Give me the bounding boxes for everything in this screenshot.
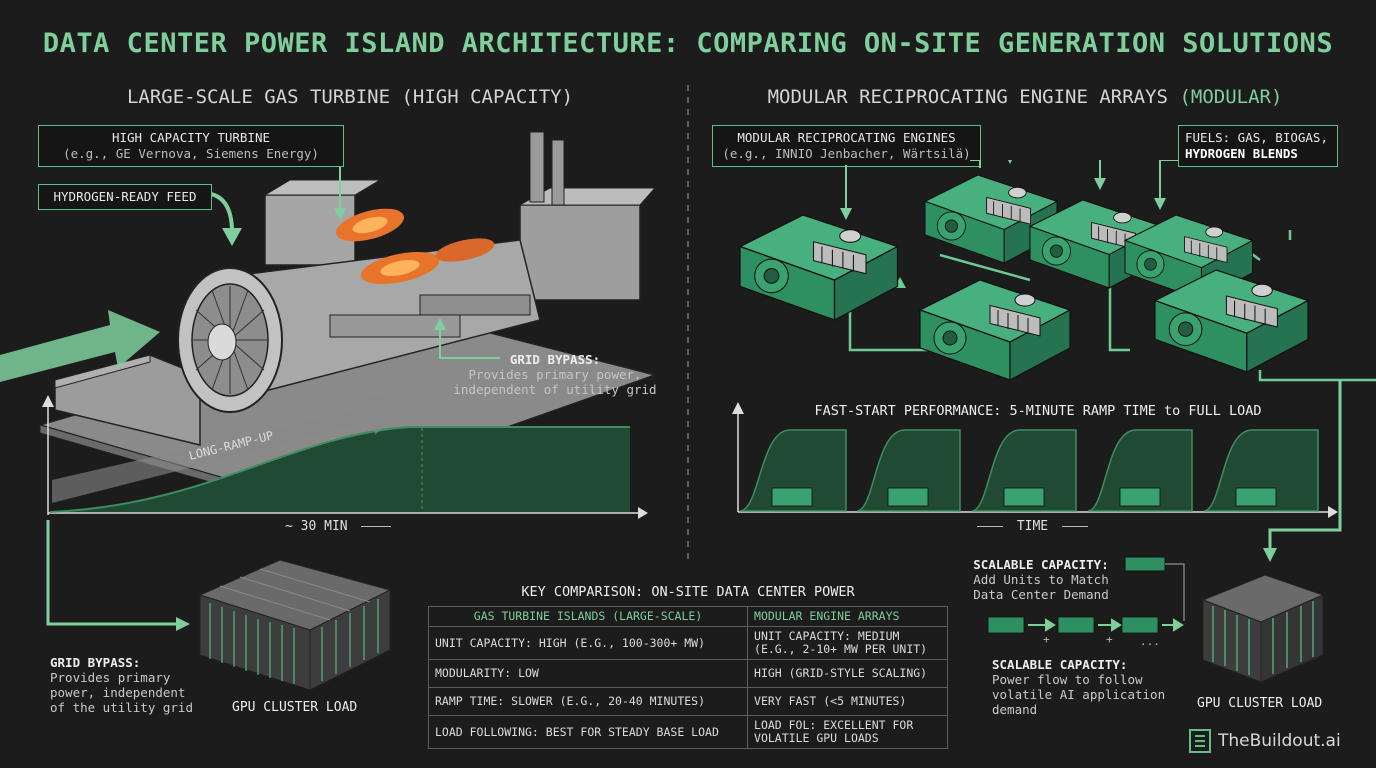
- table-cell: MODULARITY: LOW: [427, 659, 749, 688]
- table-header-modular: MODULAR ENGINE ARRAYS: [747, 606, 948, 627]
- brand-logo-icon: [1189, 729, 1211, 753]
- section-divider: [687, 85, 689, 560]
- table-cell: UNIT CAPACITY: MEDIUM (E.G., 2-10+ MW PE…: [747, 626, 948, 660]
- grid-bypass-bottom-title: GRID BYPASS:: [50, 655, 141, 670]
- engines-box-title: MODULAR RECIPROCATING ENGINES: [737, 130, 956, 145]
- engines-label-box: MODULAR RECIPROCATING ENGINES (e.g., INN…: [712, 125, 981, 167]
- scalable-2-title: SCALABLE CAPACITY:: [992, 657, 1128, 672]
- table-header-row: GAS TURBINE ISLANDS (LARGE-SCALE) MODULA…: [427, 606, 948, 627]
- engine-array-illustration: [739, 160, 1376, 382]
- bypass-to-gpu-arrow: [46, 520, 190, 631]
- table-cell-line: (E.G., 2-10+ MW PER UNIT): [754, 642, 928, 656]
- fuels-box-line2: HYDROGEN BLENDS: [1185, 146, 1298, 161]
- ramp-time-label: ~ 30 MIN: [285, 519, 392, 534]
- scalable-2-line3: demand: [992, 702, 1038, 717]
- table-cell: HIGH (GRID-STYLE SCALING): [747, 659, 948, 688]
- grid-bypass-bottom-line2: power, independent: [50, 685, 186, 700]
- plus-sign-2: +: [1106, 633, 1113, 646]
- scalable-1-title: SCALABLE CAPACITY:: [973, 557, 1109, 572]
- scalable-1-line1: Add Units to Match: [973, 572, 1109, 587]
- plus-sign-1: +: [1043, 633, 1050, 646]
- scalable-1-line2: Data Center Demand: [973, 587, 1109, 602]
- table-cell-line: LOAD FOL: EXCELLENT FOR: [754, 718, 914, 732]
- grid-bypass-title: GRID BYPASS:: [509, 352, 601, 367]
- right-heading-main: MODULAR RECIPROCATING ENGINE ARRAYS: [767, 86, 1168, 108]
- table-cell: UNIT CAPACITY: HIGH (E.G., 100-300+ MW): [427, 626, 749, 660]
- grid-bypass-line2: independent of utility grid: [453, 382, 657, 397]
- time-dash-right: [1061, 526, 1088, 527]
- right-heading-paren: (MODULAR): [1179, 86, 1283, 108]
- brand-name: TheBuildout.ai: [1218, 731, 1341, 751]
- scalable-2-line1: Power flow to follow: [992, 672, 1143, 687]
- fast-start-chart: [732, 402, 1338, 518]
- turbine-box-examples: (e.g., GE Vernova, Siemens Energy): [63, 146, 319, 161]
- table-cell-line: VOLATILE GPU LOADS: [754, 731, 879, 745]
- ramp-time-dash: [361, 526, 392, 527]
- turbine-box-title: HIGH CAPACITY TURBINE: [111, 130, 271, 145]
- grid-bypass-bottom-line1: Provides primary: [50, 670, 171, 685]
- table-row: MODULARITY: LOW HIGH (GRID-STYLE SCALING…: [427, 659, 948, 688]
- table-cell: VERY FAST (<5 MINUTES): [747, 687, 948, 716]
- gpu-cluster-right-icon: [1201, 574, 1325, 683]
- right-section-heading: MODULAR RECIPROCATING ENGINE ARRAYS (MOD…: [700, 86, 1350, 108]
- table-cell: LOAD FOLLOWING: BEST FOR STEADY BASE LOA…: [427, 715, 749, 749]
- table-cell: RAMP TIME: SLOWER (E.G., 20-40 MINUTES): [427, 687, 749, 716]
- fuels-label-box: FUELS: GAS, BIOGAS, HYDROGEN BLENDS: [1178, 125, 1338, 167]
- gpu-cluster-right-label: GPU CLUSTER LOAD: [1197, 696, 1323, 711]
- brand: TheBuildout.ai: [1188, 728, 1341, 754]
- table-cell: LOAD FOL: EXCELLENT FOR VOLATILE GPU LOA…: [747, 715, 948, 749]
- left-section-heading: LARGE-SCALE GAS TURBINE (HIGH CAPACITY): [126, 86, 574, 108]
- table-row: UNIT CAPACITY: HIGH (E.G., 100-300+ MW) …: [427, 626, 948, 660]
- unit-sequence: [987, 616, 1184, 634]
- table-row: LOAD FOLLOWING: BEST FOR STEADY BASE LOA…: [427, 715, 948, 749]
- hydrogen-feed-label: HYDROGEN-READY FEED: [38, 184, 212, 210]
- scalable-capacity-2: SCALABLE CAPACITY: Power flow to follow …: [992, 657, 1165, 717]
- gpu-cluster-left-label: GPU CLUSTER LOAD: [232, 700, 358, 715]
- scalable-units-connector: [1124, 556, 1185, 621]
- time-dash-left: [977, 526, 1003, 527]
- table-row: RAMP TIME: SLOWER (E.G., 20-40 MINUTES) …: [427, 687, 948, 716]
- grid-bypass-line1: Provides primary power,: [468, 367, 642, 382]
- comparison-table-title: KEY COMPARISON: ON-SITE DATA CENTER POWE…: [521, 584, 855, 600]
- fast-start-label: FAST-START PERFORMANCE: 5-MINUTE RAMP TI…: [814, 403, 1262, 419]
- engines-box-examples: (e.g., INNIO Jenbacher, Wärtsilä): [722, 146, 971, 161]
- table-header-turbine: GAS TURBINE ISLANDS (LARGE-SCALE): [427, 606, 749, 627]
- scalable-2-line2: volatile AI application: [992, 687, 1166, 702]
- grid-bypass-bottom: GRID BYPASS: Provides primary power, ind…: [50, 655, 193, 715]
- ramp-time-value: ~ 30 MIN: [285, 519, 348, 534]
- gpu-cluster-left-icon: [198, 559, 392, 691]
- long-ramp-chart: LONG-RAMP-UP: [42, 395, 648, 519]
- fuels-box-line1: FUELS: GAS, BIOGAS,: [1185, 130, 1328, 145]
- time-axis-value: TIME: [1016, 519, 1049, 534]
- ellipsis: ...: [1140, 635, 1160, 648]
- engines-to-gpu-arrow: [1263, 380, 1342, 562]
- grid-bypass-bottom-line3: of the utility grid: [50, 700, 193, 715]
- comparison-table: GAS TURBINE ISLANDS (LARGE-SCALE) MODULA…: [427, 606, 948, 749]
- time-axis-label: TIME: [977, 519, 1088, 534]
- turbine-label-box: HIGH CAPACITY TURBINE (e.g., GE Vernova,…: [38, 125, 344, 167]
- grid-bypass-turbine: GRID BYPASS: Provides primary power, ind…: [450, 352, 660, 397]
- scalable-capacity-1: SCALABLE CAPACITY: Add Units to Match Da…: [966, 557, 1116, 602]
- table-cell-line: UNIT CAPACITY: MEDIUM: [754, 629, 900, 643]
- page-title: DATA CENTER POWER ISLAND ARCHITECTURE: C…: [42, 28, 1334, 59]
